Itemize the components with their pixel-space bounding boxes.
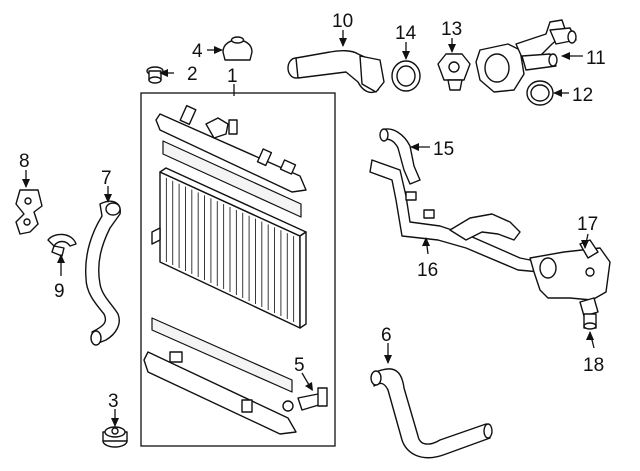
callout-17: 17 [577, 214, 598, 235]
water-bypass-pipe-part-16 [369, 159, 541, 273]
callout-9: 9 [54, 281, 65, 302]
callout-4: 4 [192, 41, 203, 62]
gasket-ring-part-12 [526, 80, 554, 106]
callout-8: 8 [19, 151, 30, 172]
bypass-hose-part-15 [379, 128, 421, 185]
callout-16: 16 [417, 260, 438, 281]
callout-14: 14 [395, 23, 417, 44]
hose-clamp-part-9 [47, 233, 77, 257]
callout-3: 3 [108, 391, 119, 412]
upper-hose-part-7 [84, 200, 121, 346]
water-outlet-part-17 [529, 239, 611, 301]
callout-6: 6 [381, 325, 392, 346]
lower-hose-part-6 [370, 368, 493, 459]
water-outlet-housing-part-11 [475, 19, 577, 93]
radiator-upper-seal [162, 140, 302, 218]
callout-12: 12 [572, 85, 593, 106]
drain-cock-part-5 [282, 387, 328, 412]
radiator-core [151, 167, 307, 329]
radiator-lower-tank [143, 351, 297, 435]
callout-1: 1 [227, 66, 238, 87]
callout-leaders [22, 30, 595, 427]
radiator-lower-seal [151, 317, 293, 393]
radiator-assembly-frame [140, 92, 336, 447]
cap-bolt-part-2 [146, 66, 164, 84]
callout-11: 11 [586, 48, 606, 69]
callout-5: 5 [294, 355, 305, 376]
bracket-part-8 [15, 189, 43, 235]
thermostat-part-13 [437, 53, 471, 91]
callout-18: 18 [583, 355, 604, 376]
callout-numbers: 1 2 3 4 5 6 7 8 9 10 11 12 13 14 15 16 1… [19, 11, 606, 412]
thermostat-gasket-part-14 [391, 60, 421, 92]
radiator-upper-tank [155, 104, 307, 193]
callout-15: 15 [433, 139, 454, 160]
callout-2: 2 [187, 64, 198, 85]
grommet-part-3 [102, 426, 128, 448]
radiator-cap-part-4 [222, 36, 253, 61]
temperature-sensor-part-18 [579, 297, 599, 330]
callout-7: 7 [101, 168, 112, 189]
water-inlet-pipe-part-10 [287, 49, 385, 94]
callout-10: 10 [332, 11, 353, 32]
callout-13: 13 [441, 19, 462, 40]
